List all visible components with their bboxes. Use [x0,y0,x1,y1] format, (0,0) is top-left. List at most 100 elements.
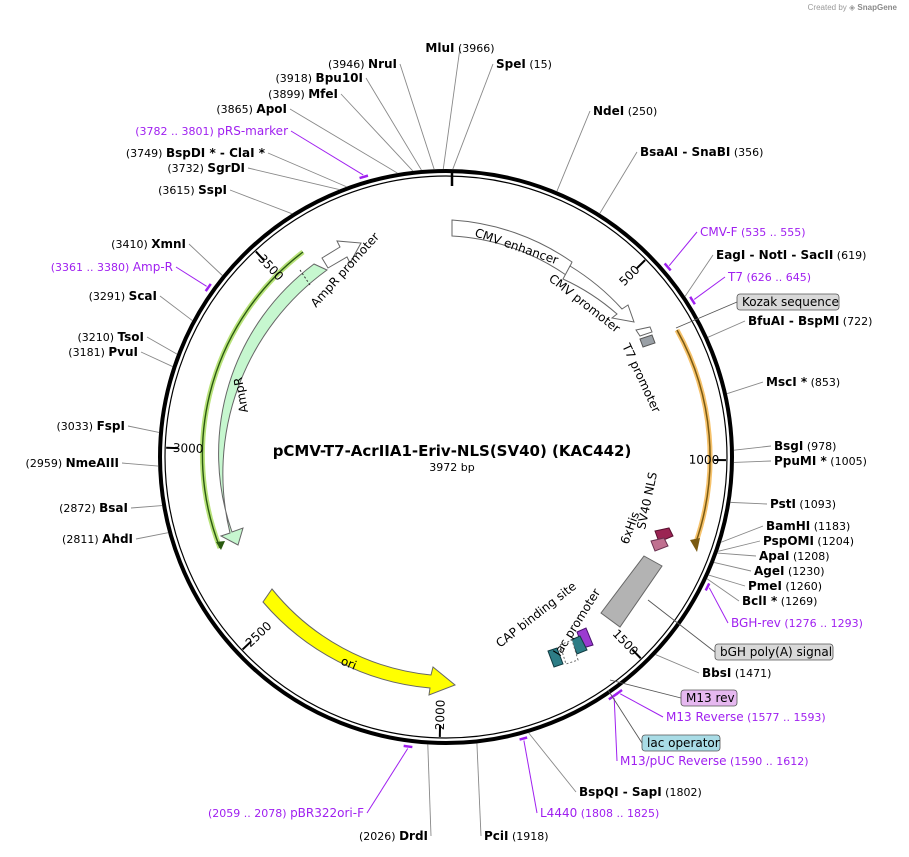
site-coord: (978) [803,440,836,453]
site-fspi: (3033) FspI [57,419,125,433]
site-scai: (3291) ScaI [89,289,157,303]
primer-name: Amp-R [133,260,173,274]
site-coord: (3410) [111,238,151,251]
primer-coord: (1577 .. 1593) [744,711,826,724]
primer-cmv-f: CMV-F (535 .. 555) [700,225,806,239]
primer-mark-amp-r [204,283,212,292]
backbone-outer-ring [158,169,734,745]
ampr-promoter-junction [299,269,311,286]
site-bsai: (2872) BsaI [59,501,128,515]
site-ppumi: PpuMI * (1005) [774,454,867,468]
primer-t7: T7 (626 .. 645) [727,270,811,284]
callout-label-lac-operator: lac operator [647,736,720,750]
site-coord: (2811) [62,533,102,546]
primer-leader-amp-r [175,266,207,287]
site-name: BamHI [766,519,810,533]
site-coord: (3210) [77,331,117,344]
callout-label-kozak-sequence: Kozak sequence [742,295,839,309]
primer-name: M13/pUC Reverse [620,754,727,768]
tick-label-3000: 3000 [173,441,204,456]
leader-bspdi-clai [267,152,347,188]
leader-bsaai-snabi [599,151,638,214]
site-bbsi: BbsI (1471) [702,666,771,680]
leader-pvui [140,351,173,367]
site-coord: (1471) [731,667,771,680]
primer-name: pBR322ori-F [290,806,364,820]
site-coord: (15) [526,58,552,71]
site-coord: (3732) [167,162,207,175]
primer-l4440: L4440 (1808 .. 1825) [540,806,659,820]
primer-prs-marker: (3782 .. 3801) pRS-marker [135,124,288,138]
leader-nmeaiii [121,462,159,467]
site-drdi: (2026) DrdI [359,829,428,843]
site-sspi: (3615) SspI [158,183,227,197]
site-coord: (3033) [57,420,97,433]
leader-msci [726,381,764,395]
tick-1500 [631,648,642,659]
site-coord: (722) [839,315,872,328]
site-apai: ApaI (1208) [759,549,830,563]
primer-binding-sites: CMV-F (535 .. 555) T7 (626 .. 645) BGH-rev… [51,124,863,820]
site-nrui: (3946) NruI [328,57,397,71]
leader-bfuai-bspmi [707,320,746,338]
leader-bbsi [655,654,700,674]
leader-psti [730,501,768,505]
site-name: PspOMI [763,534,814,548]
primer-leader-m13-puc-reverse [613,698,618,762]
leader-apoi [289,108,398,174]
primer-coord: (1808 .. 1825) [577,807,659,820]
site-ahdi: (2811) AhdI [62,532,133,546]
site-coord: (2959) [26,457,66,470]
site-name: BsaAI - SnaBI [640,145,730,159]
site-tsoi: (3210) TsoI [77,330,144,344]
site-name: BspQI - SapI [579,785,662,799]
site-pvui: (3181) PvuI [68,345,138,359]
primer-name: BGH-rev [731,616,781,630]
site-name: BbsI [702,666,731,680]
plasmid-title: pCMV-T7-AcrIIA1-Eriv-NLS(SV40) (KAC442) [273,442,632,460]
site-bfuai-bspmi: BfuAI - BspMI (722) [748,314,872,328]
site-coord: (1005) [827,455,867,468]
site-coord: (1802) [662,786,702,799]
ampr-feature [218,263,328,546]
primer-mark-cmv-f [663,262,672,272]
leader-nrui [399,63,435,170]
primer-name: pRS-marker [217,124,288,138]
callout-label-bgh-poly-a-signal: bGH poly(A) signal [720,645,832,659]
primer-leader-pbr322ori-f [366,748,409,814]
callout-label-m13-rev: M13 rev [686,691,735,705]
leader-drdi [427,744,432,837]
site-pcii: PciI (1918) [484,829,549,843]
primer-coord: (535 .. 555) [737,226,805,239]
tick-3500 [255,250,265,261]
bgh-polya-feature [600,555,663,628]
site-pspomi: PspOMI (1204) [763,534,854,548]
site-name: SpeI [496,57,526,71]
primer-name: L4440 [540,806,577,820]
leader-sgrdi [247,167,340,190]
site-name: ApaI [759,549,789,563]
primer-coord: (3782 .. 3801) [135,125,217,138]
leader-bsai [130,505,163,509]
site-name: BfuAI - BspMI [748,314,839,328]
ori-feature [262,588,456,696]
site-name: ApoI [256,102,287,116]
leader-eagi-noti-sacii [684,254,714,297]
ampr-promoter-feature [321,240,362,269]
site-name: Bpu10I [316,71,363,85]
cap-binding-site-feature [547,647,564,668]
leader-bcli [706,578,740,602]
site-coord: (1260) [782,580,822,593]
primer-coord: (3361 .. 3380) [51,261,133,274]
site-bamhi: BamHI (1183) [766,519,850,533]
orf-arc-highlight [674,328,713,546]
leader-fspi [127,425,160,433]
site-name: BsgI [774,439,803,453]
site-name: BspDI * - ClaI * [166,146,266,160]
site-name: NmeAIII [66,456,119,470]
primer-coord: (626 .. 645) [743,271,811,284]
tick-label-1000: 1000 [689,453,720,467]
site-sgrdi: (3732) SgrDI [167,161,245,175]
leader-xmni [188,243,223,276]
primer-leader-prs-marker [290,130,364,176]
